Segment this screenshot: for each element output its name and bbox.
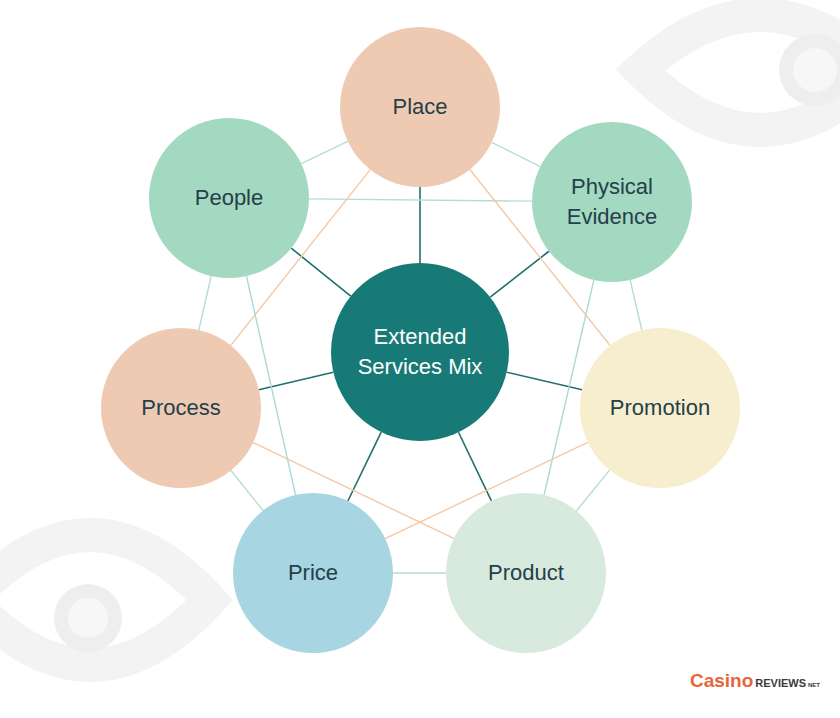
brand-logo: CasinoREVIEWSNET [690,670,820,692]
element-circle: Product [446,493,606,653]
element-label: Product [488,558,564,588]
element-circle: Price [233,493,393,653]
center-circle: Extended Services Mix [331,263,509,441]
chip-shape [68,598,108,638]
connector-line [492,142,541,166]
circle-shape [331,263,509,441]
connector-line [393,572,446,573]
eye-shape [640,15,840,130]
circle-shape [532,122,692,282]
connector-line [199,276,211,330]
connector-line [231,470,263,510]
connector-line [309,199,532,201]
element-label: Promotion [610,393,710,423]
center-label: Extended Services Mix [356,322,484,383]
eye-shape [0,535,210,665]
connector-line [301,141,348,163]
chip-shape [779,34,840,106]
element-circle: Place [340,27,500,187]
connector-line [576,470,609,511]
element-circle: People [149,118,309,278]
connector-line [419,187,421,263]
circle-outline [532,122,692,282]
circle-shape [340,27,500,187]
element-circle: Physical Evidence [532,122,692,282]
element-label: Place [392,92,447,122]
connector-line [291,248,350,296]
logo-suffix: REVIEWS [755,677,806,689]
chip-shape [54,584,122,652]
element-label: Process [141,393,220,423]
element-label: Physical Evidence [553,172,671,233]
chip-shape [793,48,837,92]
circle-shape [101,328,261,488]
element-label: Price [288,558,338,588]
circle-outline [331,263,509,441]
logo-word: Casino [690,670,753,691]
circle-shape [446,493,606,653]
element-circle: Process [101,328,261,488]
element-circle: Promotion [580,328,740,488]
logo-suffix: NET [808,682,820,688]
circle-shape [149,118,309,278]
element-label: People [195,183,264,213]
circle-shape [580,328,740,488]
connector-line [630,280,642,330]
circle-shape [233,493,393,653]
